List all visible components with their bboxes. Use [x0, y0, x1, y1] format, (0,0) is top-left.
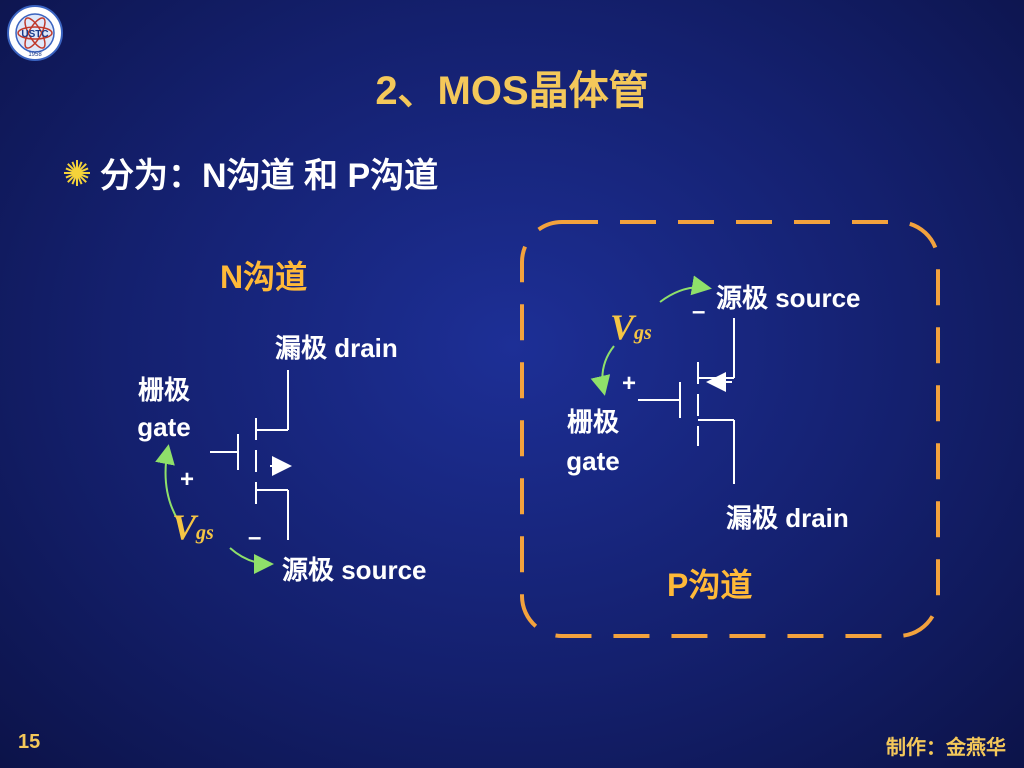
n-plus-sign: +	[180, 466, 195, 493]
n-vgs-arrow-up	[155, 444, 179, 521]
p-source-label: 源极 source	[716, 283, 861, 313]
n-vgs-arrow-right	[229, 547, 274, 574]
n-drain-label: 漏极 drain	[275, 333, 398, 363]
p-vgs-arrow-right	[659, 275, 712, 303]
svg-text:1958: 1958	[28, 52, 42, 58]
p-plus-sign: +	[622, 370, 637, 397]
author-credit: 制作：金燕华	[886, 737, 1006, 759]
n-gate-label-en: gate	[137, 412, 191, 442]
p-gate-label-cn: 栅极	[566, 407, 619, 437]
p-channel-frame	[520, 220, 940, 638]
bullet-text: 分为：N沟道 和 P沟道	[100, 157, 439, 195]
n-source-label: 源极 source	[282, 555, 427, 585]
n-minus-sign: –	[248, 524, 262, 551]
slide-title: 2、MOS晶体管	[375, 69, 649, 113]
n-vgs-label: Vgs	[172, 507, 214, 547]
p-vgs-arrow-down	[590, 345, 615, 396]
p-vgs-label: Vgs	[610, 307, 652, 347]
bullet-item: 分为：N沟道 和 P沟道	[62, 148, 438, 197]
p-gate-label-en: gate	[566, 446, 620, 476]
p-minus-sign: –	[692, 298, 706, 325]
p-channel-heading: P沟道	[667, 567, 753, 603]
bullet-star-icon	[64, 159, 90, 186]
university-logo: USTC 1958	[7, 5, 63, 61]
n-channel-heading: N沟道	[220, 259, 308, 295]
n-gate-label-cn: 栅极	[137, 375, 190, 405]
p-mosfet-symbol	[638, 318, 735, 484]
p-drain-label: 漏极 drain	[726, 503, 849, 533]
svg-text:USTC: USTC	[21, 29, 48, 40]
n-mosfet-symbol	[210, 370, 292, 540]
page-number: 15	[18, 731, 41, 753]
